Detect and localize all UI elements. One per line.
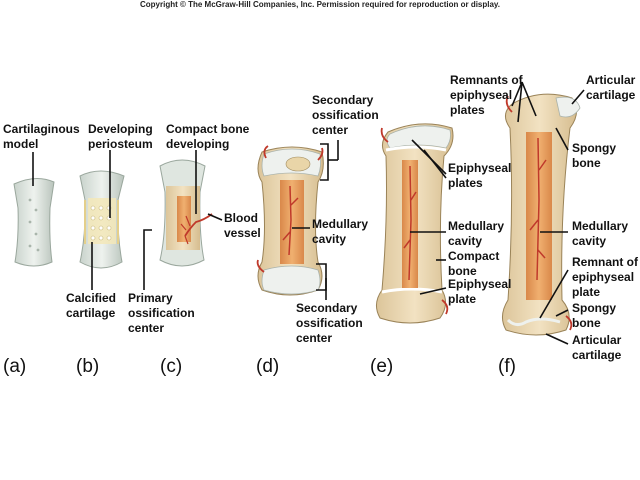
label-medullary-cavity-d: Medullary cavity [312, 217, 371, 246]
label-compact-bone: Compact bone [448, 249, 503, 278]
label-calcified-cartilage: Calcified cartilage [66, 291, 119, 320]
bone-a-cartilaginous-model [13, 178, 55, 267]
label-spongy-bone-bottom: Spongy bone [572, 301, 619, 330]
label-cartilaginous-model: Cartilaginous model [3, 122, 83, 151]
label-compact-bone-developing: Compact bone developing [166, 122, 253, 151]
panel-label-e: (e) [370, 356, 393, 377]
label-spongy-bone-top: Spongy bone [572, 141, 619, 170]
bone-c-compact-bone-developing [159, 159, 213, 267]
leader-lines [32, 81, 585, 345]
label-articular-cartilage-bottom: Articular cartilage [572, 333, 625, 362]
label-developing-periosteum: Developing periosteum [88, 122, 156, 151]
label-primary-ossification-center: Primary ossification center [128, 291, 198, 335]
bone-b-developing-periosteum [79, 170, 125, 269]
panel-label-a: (a) [3, 356, 26, 377]
panel-label-f: (f) [498, 356, 516, 377]
label-epiphyseal-plate: Epiphyseal plate [448, 277, 515, 306]
label-blood-vessel: Blood vessel [224, 211, 261, 240]
panel-letters: (a) (b) (c) (d) (e) (f) [3, 356, 516, 377]
label-secondary-ossification-center-bottom: Secondary ossification center [296, 301, 366, 345]
bone-e-epiphyseal-plates [376, 123, 454, 324]
label-medullary-cavity-f: Medullary cavity [572, 219, 631, 248]
label-remnant-of-epiphyseal-plate: Remnant of epiphyseal plate [572, 255, 640, 299]
label-epiphyseal-plates: Epiphyseal plates [448, 161, 515, 190]
panel-label-b: (b) [76, 356, 99, 377]
label-articular-cartilage-top: Articular cartilage [586, 73, 639, 102]
label-medullary-cavity-e: Medullary cavity [448, 219, 507, 248]
bone-f-adult-bone [502, 93, 581, 336]
copyright-notice: Copyright © The McGraw-Hill Companies, I… [139, 0, 501, 9]
panel-label-d: (d) [256, 356, 279, 377]
label-secondary-ossification-center-top: Secondary ossification center [312, 93, 382, 137]
labels: Cartilaginous model Developing periosteu… [3, 73, 640, 362]
panel-label-c: (c) [160, 356, 182, 377]
bone-d-secondary-ossification [256, 145, 324, 296]
label-remnants-of-epiphyseal-plates: Remnants of epiphyseal plates [450, 73, 526, 117]
